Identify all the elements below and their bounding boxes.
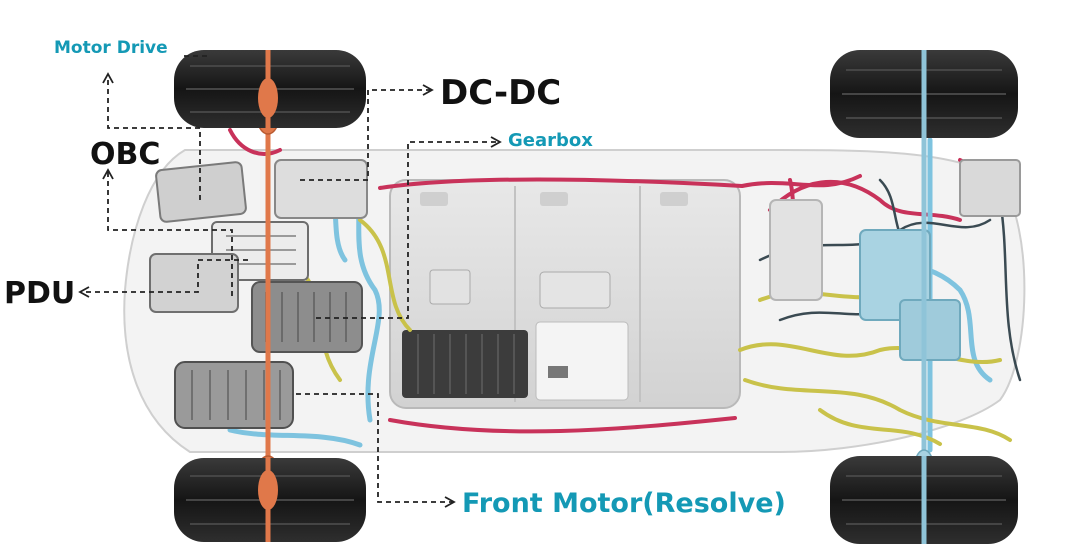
leader-pdu — [78, 259, 248, 298]
label-obc: OBC — [90, 137, 161, 172]
tire-front-right — [174, 458, 366, 542]
label-gearbox: Gearbox — [508, 130, 593, 151]
label-dc-dc: DC-DC — [440, 73, 562, 113]
battery-pack — [389, 179, 741, 409]
leader-gearbox — [316, 136, 502, 319]
tire-front-left — [174, 50, 366, 128]
label-pdu: PDU — [4, 276, 76, 311]
leader-motor-drive — [102, 72, 201, 200]
label-motor-drive: Motor Drive — [54, 38, 168, 58]
label-front-motor: Front Motor(Resolve) — [462, 488, 786, 519]
leader-obc — [102, 168, 233, 296]
tire-rear-right — [830, 456, 1018, 544]
leader-dc-dc — [300, 84, 434, 181]
leader-front-motor — [296, 393, 456, 508]
tire-rear-left — [830, 50, 1018, 138]
front-drivetrain — [149, 159, 368, 429]
rear-modules — [769, 159, 1021, 361]
